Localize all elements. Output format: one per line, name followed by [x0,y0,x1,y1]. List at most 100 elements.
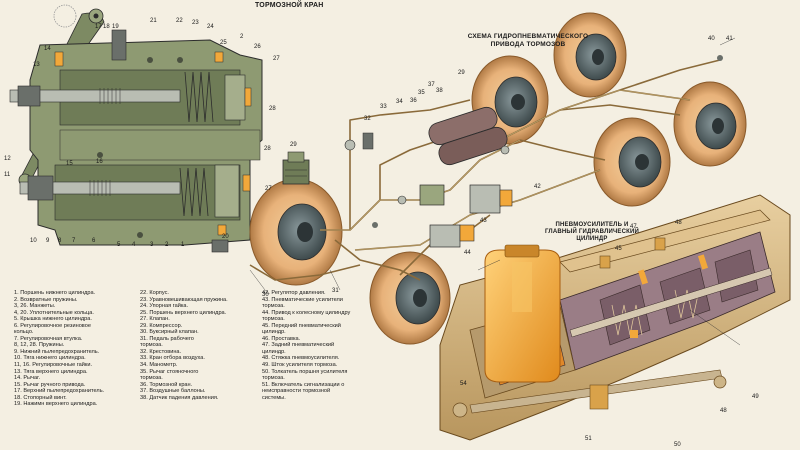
legend-entry: 6. Регулировочное резиновое [14,322,91,329]
legend-entry: 24. Упорная гайка. [140,303,189,310]
scheme-title: СХЕМА ГИДРОПНЕВМАТИЧЕСКОГО ПРИВОДА ТОРМО… [453,33,603,49]
legend-entry: системы. [262,394,286,401]
legend-entry: тормоза. [262,303,285,310]
legend-entry: 25. Поршень верхнего цилиндра. [140,309,227,316]
pneumatic-booster-cutaway [439,194,791,441]
legend-entry: 3, 26. Манжеты. [14,303,56,310]
svg-text:27: 27 [265,186,272,192]
legend-entry: 31. Педаль рабочего [140,335,194,342]
svg-text:25: 25 [220,40,227,46]
svg-text:12: 12 [4,156,11,162]
legend-entry: 37. Воздушные баллоны. [140,388,206,395]
booster-title: ПНЕВМОУСИЛИТЕЛЬ И ГЛАВНЫЙ ГИДРАВЛИЧЕСКИЙ… [527,222,657,243]
legend-entry: 5. Крышка нижнего цилиндра. [14,316,92,323]
svg-text:32: 32 [364,116,371,122]
legend-entry: тормоза. [262,375,285,382]
svg-text:22: 22 [176,18,183,24]
svg-text:16: 16 [96,159,103,165]
svg-text:8: 8 [58,238,62,244]
legend-entry: 27. Клапан. [140,316,170,323]
svg-text:43: 43 [480,218,487,224]
svg-text:18: 18 [103,24,110,30]
dial-icon [53,4,77,28]
svg-text:23: 23 [192,20,199,26]
svg-text:10: 10 [30,238,37,244]
svg-text:45: 45 [615,246,622,252]
legend-entry: 48. Стяжка пневмоусилителя. [262,355,340,362]
legend-entry: цилиндр. [262,348,286,355]
svg-text:21: 21 [150,18,157,24]
legend-entry: 17. Верхний пылепредохранитель. [14,388,105,395]
svg-text:29: 29 [290,142,297,148]
svg-text:31: 31 [332,288,339,294]
legend-entry: 34. Манометр. [140,362,178,369]
legend-entry: 43. Пневматические усилители [262,296,343,303]
scheme-title-line1: СХЕМА ГИДРОПНЕВМАТИЧЕСКОГО [467,33,589,40]
legend-entry: 44. Привод к колесному цилиндру [262,309,351,316]
legend-entry: кольцо. [14,329,34,336]
legend-column-2: 22. Корпус.23. Уравновешивающая пружина.… [140,290,228,401]
wheel-rear-left-1 [369,251,451,345]
svg-text:7: 7 [72,238,76,244]
legend-entry: 4, 20. Уплотнительные кольца. [14,309,94,316]
legend-entry: тормоза. [262,316,285,323]
svg-text:11: 11 [4,172,11,178]
svg-text:51: 51 [585,436,592,442]
svg-text:20: 20 [222,234,229,240]
legend-entry: 50. Толкатель поршня усилителя [262,368,348,375]
svg-text:48: 48 [675,220,682,226]
air-tanks [428,106,508,166]
legend-entry: 35. Рычаг стояночного [140,368,199,375]
legend-entry: 30. Буксирный клапан. [140,329,199,336]
legend-entry: 13. Тяга верхнего цилиндра. [14,368,88,375]
legend-entry: 45. Передний пневматический [262,322,341,329]
svg-text:19: 19 [112,24,119,30]
svg-text:3: 3 [150,242,154,248]
legend-entry: 9. Нижний пылепредохранитель. [14,348,100,355]
svg-text:17: 17 [95,24,102,30]
svg-text:6: 6 [92,238,96,244]
svg-text:35: 35 [418,90,425,96]
legend-entry: 1. Поршень нижнего цилиндра. [14,290,96,296]
svg-text:48: 48 [720,408,727,414]
svg-text:41: 41 [726,36,733,42]
legend-entry: 14. Рычаг. [14,375,41,382]
legend-entry: 2. Возвратные пружины. [14,296,78,303]
legend-entry: 15. Рычаг ручного привода. [14,381,86,388]
legend-entry: 47. Задний пневматический [262,342,335,349]
svg-text:50: 50 [674,442,681,448]
svg-text:4: 4 [132,242,136,248]
svg-text:38: 38 [436,88,443,94]
legend-entry: 49. Шток усилителя тормоза. [262,362,338,369]
svg-text:9: 9 [46,238,50,244]
legend-entry: 38. Датчик падения давления. [140,394,219,401]
fittings [344,55,723,228]
brake-valve-cutaway [9,4,263,253]
legend-entry: 51. Включатель сигнализации о [262,381,345,388]
legend-entry: 7. Регулировочная втулка. [14,335,83,342]
svg-text:42: 42 [534,184,541,190]
wheel-front-left [249,178,343,286]
svg-text:40: 40 [708,36,715,42]
legend-entry: 36. Тормозной кран. [140,381,193,388]
legend-entry: 46. Проставка. [262,335,301,342]
svg-text:1: 1 [181,242,185,248]
legend-entry: 22. Корпус. [140,290,169,296]
legend-entry: неисправности тормозной [262,388,331,395]
legend-entry: 32. Крестовина. [140,348,182,355]
svg-text:28: 28 [264,146,271,152]
legend-entry: 18. Стопорный винт. [14,394,67,401]
svg-text:28: 28 [269,106,276,112]
legend-entry: тормоза. [140,342,163,349]
legend-column-3: 42. Регулятор давления.43. Пневматически… [262,290,350,401]
svg-text:36: 36 [410,98,417,104]
svg-text:14: 14 [44,46,51,52]
svg-text:54: 54 [460,381,467,387]
svg-text:49: 49 [752,394,759,400]
svg-text:33: 33 [380,104,387,110]
legend-entry: цилиндр. [262,329,286,336]
compressor [282,151,310,185]
legend-entry: 10. Тяга нижнего цилиндра. [14,355,86,362]
